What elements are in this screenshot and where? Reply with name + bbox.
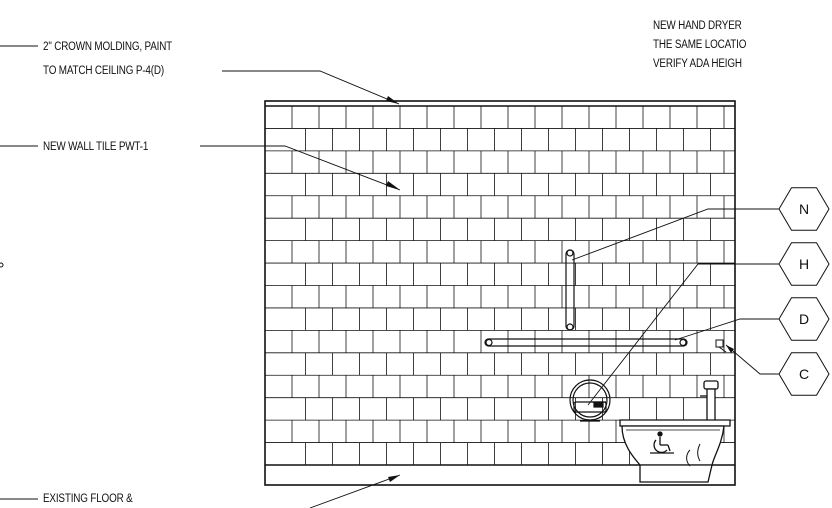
tag-c-leader — [725, 344, 780, 375]
tag-d-leader — [674, 318, 780, 341]
note-floor: EXISTING FLOOR & — [43, 493, 133, 505]
toilet-paper-dispenser — [569, 379, 611, 422]
note-crown-molding-line1: 2" CROWN MOLDING, PAINT — [43, 41, 173, 53]
tag-h-leader — [587, 263, 780, 406]
arrowhead — [726, 345, 734, 353]
note-crown-molding-line2: TO MATCH CEILING P-4(D) — [43, 65, 164, 77]
floor-leader-arrow — [309, 474, 401, 508]
tag-label: N — [799, 201, 809, 217]
note-hand-dryer-line2: THE SAME LOCATIO — [653, 39, 747, 51]
tag-label: H — [799, 256, 809, 272]
tag-label: D — [799, 311, 809, 327]
horizontal-grab-bar — [484, 338, 688, 347]
tag-hexagon — [778, 187, 830, 231]
wall-outline — [264, 100, 736, 486]
note-hand-dryer-line3: VERIFY ADA HEIGH — [653, 58, 742, 70]
crown-molding-leader-arrow — [222, 70, 400, 105]
break-mark — [0, 262, 4, 268]
arrowhead — [386, 96, 399, 104]
note-wall-tile: NEW WALL TILE PWT-1 — [43, 141, 149, 153]
tag-n-leader — [571, 208, 780, 261]
tag-hexagon — [778, 242, 830, 286]
note-hand-dryer-line1: NEW HAND DRYER — [653, 20, 742, 32]
tag-label: C — [799, 366, 809, 382]
wall-tile-leader-arrow — [200, 145, 401, 191]
arrowhead — [388, 475, 400, 482]
toilet — [619, 380, 731, 483]
arrowhead — [386, 181, 400, 190]
wheelchair-icon — [650, 431, 674, 454]
tag-hexagon — [778, 297, 830, 341]
coat-hook — [715, 339, 727, 353]
tag-hexagon — [778, 352, 830, 396]
